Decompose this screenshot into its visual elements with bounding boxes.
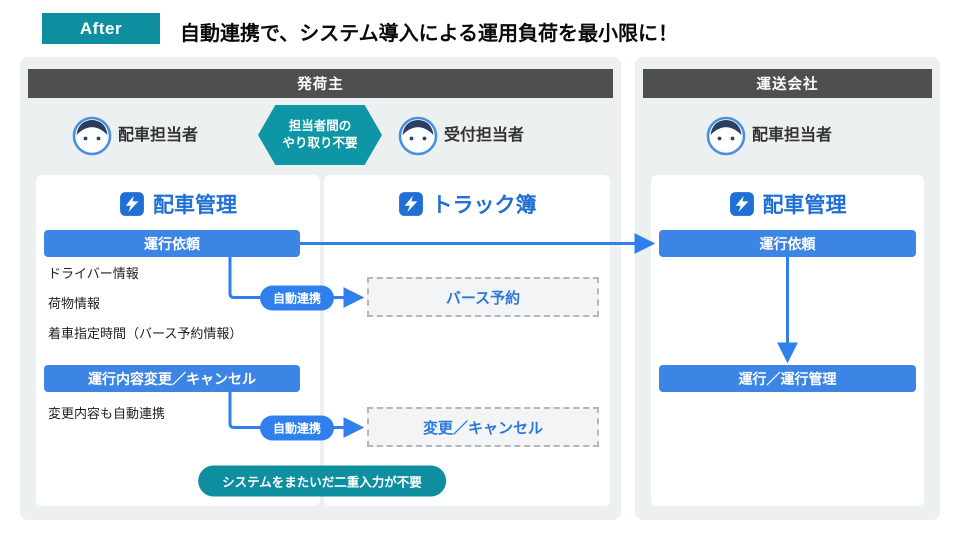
after-badge: After <box>42 13 160 44</box>
page-title: 自動連携で、システム導入による運用負荷を最小限に！ <box>180 23 678 45</box>
no-double-entry-note: システムをまたいだ二重入力が不要 <box>198 465 446 497</box>
carrier-dispatcher-label: 配車担当者 <box>752 127 833 144</box>
carrier-app-card: 配車管理 運行依頼 運行／運行管理 <box>651 175 924 506</box>
carrier-panel-header: 運送会社 <box>643 69 932 98</box>
list-item-driver-info: ドライバー情報 <box>48 266 139 281</box>
shipper-panel: 発荷主 配車担当者 担当者間の やり取り不要 受付担当者 <box>20 57 621 520</box>
truck-book-logo-icon <box>398 192 423 216</box>
shipper-panel-header: 発荷主 <box>28 69 613 98</box>
carrier-app-logo-icon <box>729 192 754 216</box>
dispatch-app-logo-icon <box>120 192 144 216</box>
no-interaction-line1: 担当者間の <box>288 118 352 133</box>
change-cancel-button: 運行内容変更／キャンセル <box>44 365 300 392</box>
list-item-cargo-info: 荷物情報 <box>48 296 101 311</box>
dispatch-app-card: 配車管理 運行依頼 ドライバー情報 荷物情報 着車指定時間（バース予約情報） 運… <box>36 175 320 506</box>
carrier-app-name: 配車管理 <box>762 194 847 217</box>
carrier-app-logo-row: 配車管理 <box>651 189 924 219</box>
truck-book-logo-row: トラック簿 <box>324 189 610 219</box>
operation-request-button: 運行依頼 <box>44 230 300 257</box>
carrier-dispatcher-person-icon <box>706 116 746 156</box>
dispatcher-person-icon <box>72 116 112 156</box>
request-info-list: ドライバー情報 荷物情報 着車指定時間（バース予約情報） <box>48 263 242 342</box>
auto-link-badge-berth: 自動連携 <box>259 285 335 311</box>
truck-book-card: トラック簿 バース予約 変更／キャンセル <box>324 175 610 506</box>
no-interaction-line2: やり取り不要 <box>282 136 358 150</box>
dispatch-app-name: 配車管理 <box>153 194 237 217</box>
change-note: 変更内容も自動連携 <box>48 406 166 421</box>
list-item-arrival-time: 着車指定時間（バース予約情報） <box>48 326 243 341</box>
change-cancel-box: 変更／キャンセル <box>367 407 599 447</box>
no-interaction-badge: 担当者間の やり取り不要 <box>258 105 382 165</box>
dispatcher-label: 配車担当者 <box>118 127 199 144</box>
receptionist-person-icon <box>398 116 438 156</box>
auto-link-badge-change: 自動連携 <box>259 415 335 441</box>
carrier-panel: 運送会社 配車担当者 配車管理 運行依頼 運行／運行管理 <box>635 57 940 520</box>
receptionist-label: 受付担当者 <box>444 127 525 144</box>
berth-reservation-box: バース予約 <box>367 277 599 317</box>
truck-book-name: トラック簿 <box>431 194 537 217</box>
carrier-operation-manage-button: 運行／運行管理 <box>659 365 916 392</box>
dispatch-app-logo-row: 配車管理 <box>36 189 320 219</box>
carrier-operation-request-button: 運行依頼 <box>659 230 916 257</box>
